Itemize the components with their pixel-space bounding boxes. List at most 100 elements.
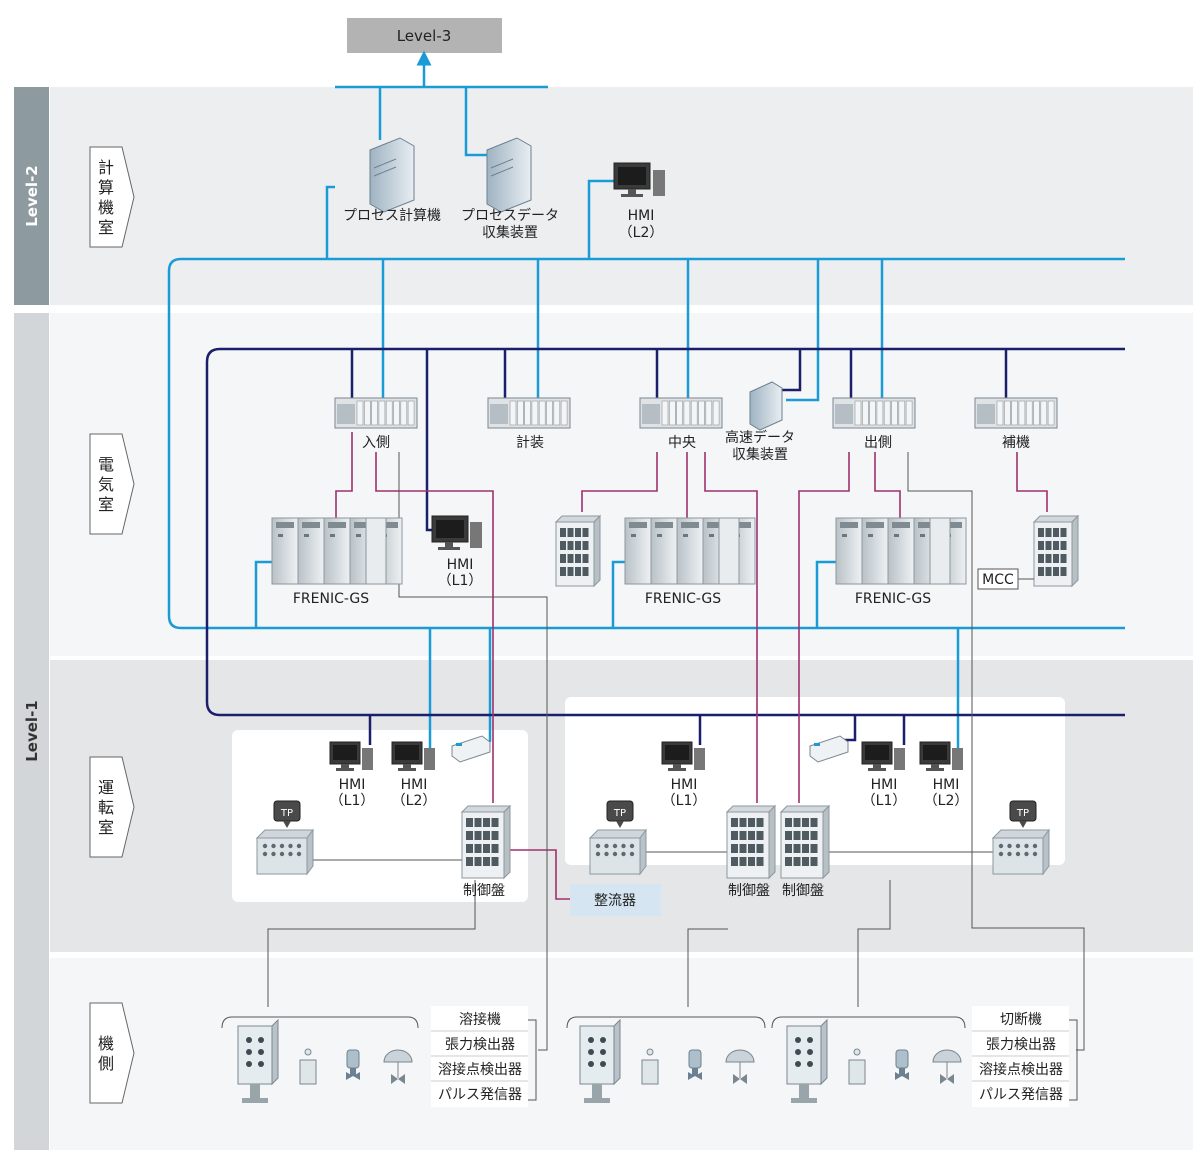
level1-band (14, 313, 49, 1150)
level3-box (347, 18, 502, 53)
level2-hmi-label: HMI (628, 208, 655, 224)
hs-data-label-1: 高速データ (725, 429, 795, 446)
machine-right-list: 切断機 張力検出器 溶接点検出器 パルス発信器 (972, 1006, 1069, 1107)
process-computer-icon (369, 137, 415, 213)
frenic-right-icon (835, 517, 967, 585)
op-hmi-1-monitor-icon (329, 741, 373, 771)
plc-center-icon (639, 397, 723, 429)
computer-room-char: 計 (98, 158, 114, 177)
plc-center-label: 中央 (668, 435, 696, 451)
operation-hmis (329, 741, 963, 771)
plc-entry-icon (334, 397, 418, 429)
operation-right-panel (565, 697, 1065, 865)
level2-band (14, 87, 49, 305)
operation-room-char: 転 (98, 798, 114, 817)
level-bands: Level-2 Level-1 (14, 87, 49, 1150)
level2-label: Level-2 (23, 165, 41, 227)
machine-right-item-1: 切断機 (1000, 1012, 1042, 1028)
op-hmi-2-sub: （L2） (392, 793, 437, 809)
control-panel-left (460, 804, 512, 880)
level2-network (167, 50, 1125, 748)
plc-exit-label: 出側 (864, 435, 892, 451)
machine-side-char: 機 (98, 1034, 114, 1053)
plc-instrument-icon (487, 397, 571, 429)
electric-room-tag (89, 433, 135, 535)
control-cabinets (460, 514, 1080, 880)
computer-room-tag (89, 146, 135, 248)
frenic-drives (271, 517, 967, 585)
process-data-label-2: 収集装置 (482, 224, 538, 241)
level2-hmi-monitor-icon (613, 162, 665, 197)
mcc-label: MCC (982, 572, 1014, 588)
machine-left-item-1: 溶接機 (459, 1011, 501, 1028)
console-left-icon (255, 828, 314, 876)
machine-side-tag (89, 1002, 135, 1104)
level2-hmi-sub: （L2） (619, 225, 664, 241)
op-hmi-3-sub: （L1） (662, 793, 707, 809)
electric-room-zone (50, 313, 1193, 656)
machine-side-char: 側 (98, 1054, 114, 1073)
operator-consoles (255, 800, 1050, 876)
machine-left-item-3: 溶接点検出器 (438, 1061, 522, 1078)
rectifier-box (570, 884, 661, 916)
plc-auxiliary-label: 補機 (1002, 435, 1030, 451)
computer-room-char: 機 (98, 198, 114, 217)
operation-room-char: 運 (98, 778, 114, 797)
field-devices (237, 1018, 962, 1103)
op-hmi-4-sub: （L1） (862, 793, 907, 809)
machine-right-item-3: 溶接点検出器 (979, 1061, 1063, 1078)
hs-data-label-2: 収集装置 (732, 446, 788, 463)
operation-room-tag (89, 756, 135, 858)
high-speed-data-server-icon (749, 381, 783, 431)
io-links (335, 432, 1048, 900)
console-right-icon (991, 828, 1050, 876)
plc-exit-icon (832, 397, 916, 429)
frenic-center-label: FRENIC-GS (645, 591, 721, 607)
control-panel-center-label: 制御盤 (728, 883, 770, 899)
op-hmi-1-label: HMI (339, 777, 366, 793)
tp-left-label: TP (280, 808, 293, 819)
printers (451, 735, 849, 763)
electric-room-char: 気 (98, 475, 114, 494)
tp-center-label: TP (613, 808, 626, 819)
op-hmi-3-label: HMI (671, 777, 698, 793)
process-data-label-1: プロセスデータ (461, 207, 559, 224)
electric-room-hmi-icon (431, 515, 482, 550)
process-computer-label: プロセス計算機 (343, 208, 441, 224)
field-devices-center (579, 1018, 755, 1103)
control-panel-right (779, 804, 831, 880)
electric-room-char: 電 (98, 455, 114, 474)
machine-left-list: 溶接機 張力検出器 溶接点検出器 パルス発信器 (431, 1006, 528, 1107)
op-hmi-5-label: HMI (933, 777, 960, 793)
console-left-tp-bubble (273, 800, 301, 828)
computer-room-char: 算 (98, 178, 114, 197)
electric-hmi-label: HMI (447, 557, 474, 573)
frenic-center-icon (624, 517, 756, 585)
tp-right-label: TP (1016, 808, 1029, 819)
op-hmi-2-monitor-icon (391, 741, 435, 771)
rectifier-label: 整流器 (594, 893, 636, 909)
plc-controllers (334, 397, 1058, 429)
operation-room-char: 室 (98, 818, 114, 837)
console-center-tp-bubble (606, 800, 634, 828)
operation-room-label: 運転室 (98, 778, 114, 837)
control-panel-left-label: 制御盤 (463, 883, 505, 899)
machine-side-label: 機側 (98, 1034, 114, 1073)
op-hmi-5-monitor-icon (919, 741, 963, 771)
frenic-left-icon (271, 517, 403, 585)
printer-left-icon (451, 735, 491, 763)
plc-entry-label: 入側 (362, 435, 390, 451)
op-hmi-2-label: HMI (401, 777, 428, 793)
field-devices-left (237, 1018, 413, 1103)
frenic-left-label: FRENIC-GS (293, 591, 369, 607)
machine-left-item-2: 張力検出器 (445, 1037, 515, 1053)
electric-hmi-sub: （L1） (438, 573, 483, 589)
field-links (221, 452, 1085, 1101)
op-hmi-4-label: HMI (871, 777, 898, 793)
printer-right-icon (809, 735, 849, 763)
op-hmi-4-monitor-icon (861, 741, 905, 771)
plc-auxiliary-icon (974, 397, 1058, 429)
